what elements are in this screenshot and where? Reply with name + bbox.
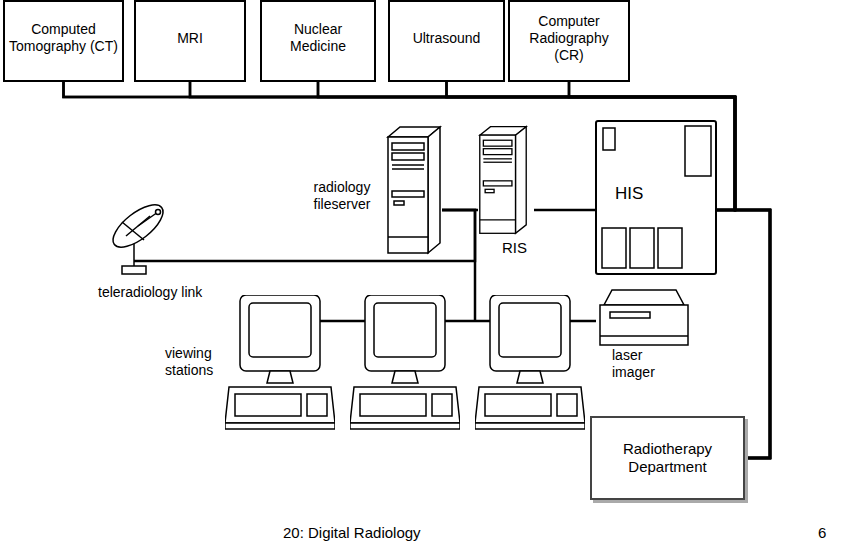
footer-text: 20: Digital Radiology bbox=[283, 524, 421, 542]
server-node: radiology fileserver bbox=[300, 125, 442, 253]
satellite-dish bbox=[106, 197, 169, 274]
modality-box: MRI bbox=[134, 0, 246, 82]
node-label: Radiotherapy Department bbox=[598, 440, 738, 476]
modality-box: Nuclear Medicine bbox=[260, 0, 376, 82]
network-line bbox=[318, 82, 735, 210]
network-line bbox=[318, 82, 770, 458]
modality-box: Computed Tomography (CT) bbox=[3, 0, 124, 82]
computer-icon bbox=[350, 295, 460, 429]
department-box: Radiotherapy Department bbox=[590, 416, 745, 500]
modality-box: Ultrasound bbox=[388, 0, 505, 82]
network-line bbox=[190, 82, 770, 458]
laser-imager-icon bbox=[600, 290, 688, 345]
node-label: laser imager bbox=[612, 347, 672, 381]
network-line bbox=[190, 82, 735, 210]
node-label: Computer Radiography (CR) bbox=[514, 13, 624, 64]
network-line bbox=[64, 82, 736, 210]
workstation-group: viewing stations bbox=[165, 295, 590, 435]
dish-node: teleradiology link bbox=[98, 198, 225, 306]
node-label: radiology fileserver bbox=[300, 179, 384, 213]
his-cabinet: HIS bbox=[595, 120, 717, 275]
network-line bbox=[569, 82, 735, 210]
network-line bbox=[447, 82, 736, 210]
server-icon bbox=[388, 127, 440, 253]
network-line bbox=[225, 210, 475, 261]
node-label: teleradiology link bbox=[98, 284, 225, 301]
page-number: 6 bbox=[818, 524, 826, 542]
printer-node: laser imager bbox=[596, 285, 696, 390]
network-line bbox=[534, 209, 595, 212]
station-wire bbox=[320, 295, 590, 321]
cabinet-detail bbox=[602, 126, 711, 268]
node-label: RIS bbox=[502, 239, 534, 257]
network-line bbox=[590, 320, 596, 323]
node-label: HIS bbox=[615, 184, 675, 204]
network-line bbox=[442, 210, 475, 295]
computer-icon bbox=[225, 295, 335, 429]
network-line bbox=[447, 82, 771, 458]
node-label: MRI bbox=[177, 30, 203, 47]
network-line bbox=[569, 82, 770, 458]
modality-box: Computer Radiography (CR) bbox=[508, 0, 630, 82]
node-label: Ultrasound bbox=[413, 30, 481, 47]
network-line bbox=[64, 82, 771, 458]
link-stub bbox=[134, 260, 225, 263]
node-label: Nuclear Medicine bbox=[278, 21, 358, 55]
server-icon bbox=[480, 127, 526, 234]
computer-icon bbox=[475, 295, 585, 429]
server-node: RIS bbox=[478, 125, 534, 260]
node-label: viewing stations bbox=[165, 345, 223, 379]
node-label: Computed Tomography (CT) bbox=[9, 21, 118, 55]
